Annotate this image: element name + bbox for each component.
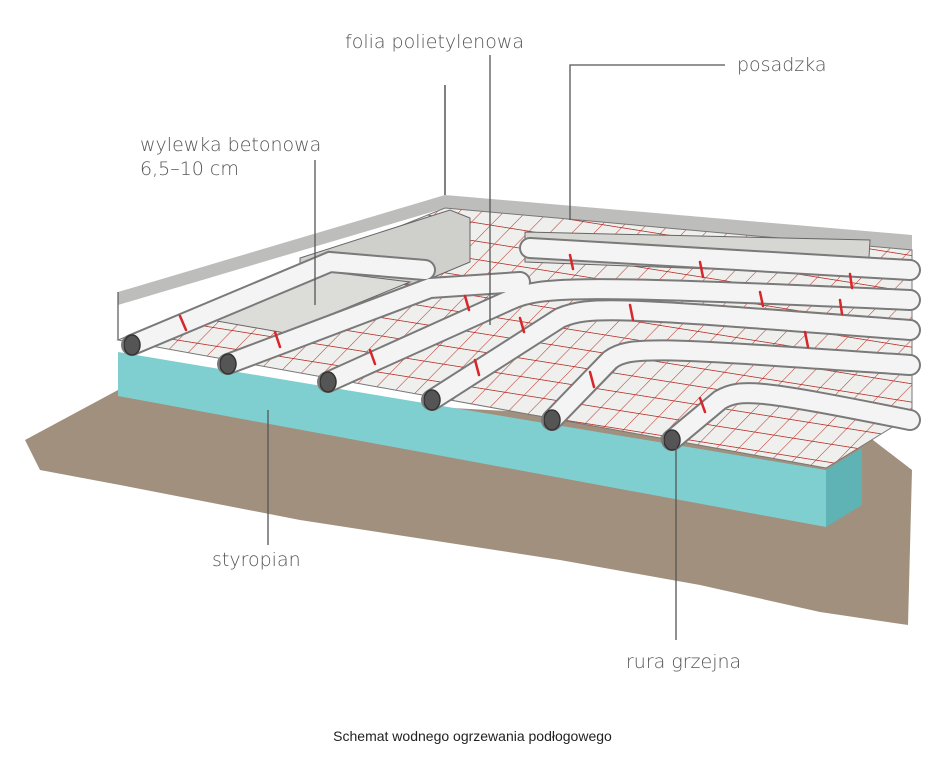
underfloor-heating-diagram xyxy=(25,55,921,640)
insulation-front xyxy=(118,352,826,527)
figure-caption: Schemat wodnego ogrzewania podłogowego xyxy=(333,728,612,744)
label-screed: wylewka betonowa xyxy=(140,134,322,156)
leader-lines xyxy=(267,55,725,640)
back-wall xyxy=(118,195,912,305)
label-floor: posadzka xyxy=(737,54,827,76)
label-insulation: styropian xyxy=(212,549,301,571)
label-pipe: rura grzejna xyxy=(626,651,742,673)
label-screed-thickness: 6,5–10 cm xyxy=(140,158,239,180)
insulation-side xyxy=(826,448,862,527)
label-foil: folia polietylenowa xyxy=(345,31,524,53)
